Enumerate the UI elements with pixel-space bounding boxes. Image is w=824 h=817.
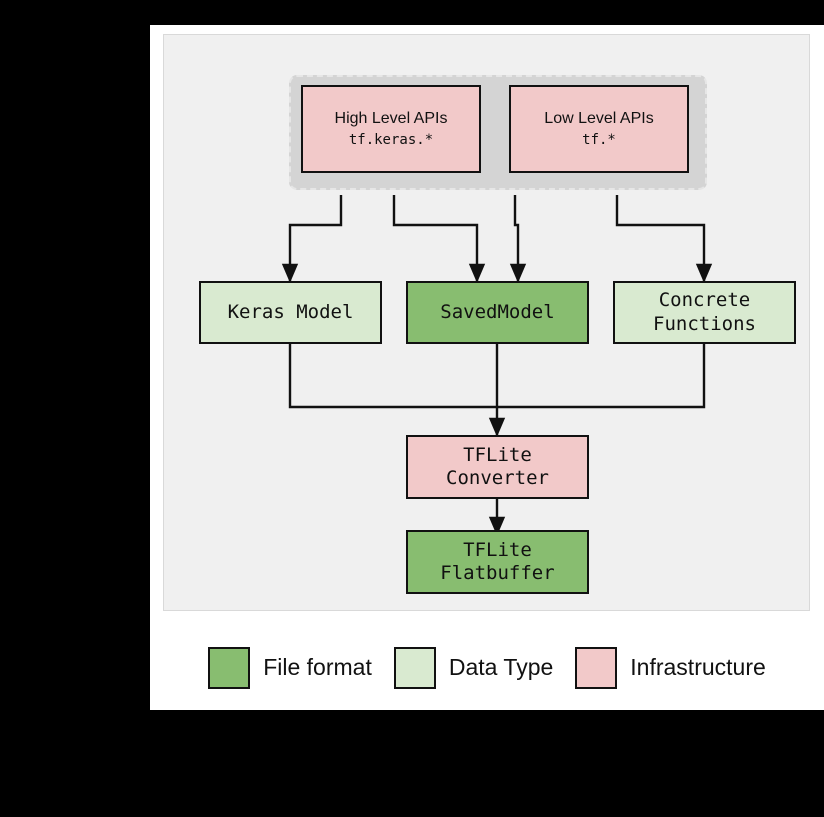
node-title: Low Level APIs	[544, 109, 654, 127]
node-savedmodel[interactable]: SavedModel	[406, 281, 589, 344]
node-label: Concrete Functions	[653, 289, 756, 335]
node-tflite-converter[interactable]: TFLite Converter	[406, 435, 589, 499]
diagram-panel: High Level APIs tf.keras.* Low Level API…	[163, 34, 810, 611]
edges-api-to-models	[281, 195, 713, 283]
legend-swatch-infrastructure	[575, 646, 618, 689]
legend-swatch-data-type	[393, 646, 436, 689]
edges-models-merge	[288, 344, 706, 409]
node-subtitle: tf.*	[582, 131, 616, 148]
node-title: High Level APIs	[334, 109, 448, 127]
node-subtitle: tf.keras.*	[348, 131, 434, 148]
legend: File format Data Type Infrastructure	[150, 625, 824, 710]
legend-label: Data Type	[448, 654, 554, 680]
node-tflite-flatbuffer[interactable]: TFLite Flatbuffer	[406, 530, 589, 594]
node-keras-model[interactable]: Keras Model	[199, 281, 382, 344]
node-label: SavedModel	[440, 300, 555, 323]
node-label: Keras Model	[227, 300, 354, 323]
node-label: TFLite Flatbuffer	[440, 538, 555, 584]
legend-item-file-format: File format	[208, 646, 372, 689]
legend-label: File format	[263, 654, 372, 680]
legend-label: Infrastructure	[630, 654, 766, 680]
legend-item-infrastructure: Infrastructure	[575, 646, 766, 689]
diagram-card: High Level APIs tf.keras.* Low Level API…	[150, 25, 824, 710]
node-concrete-functions[interactable]: Concrete Functions	[613, 281, 796, 344]
node-low-level-apis[interactable]: Low Level APIs tf.*	[509, 85, 689, 173]
node-high-level-apis[interactable]: High Level APIs tf.keras.*	[301, 85, 481, 173]
legend-swatch-file-format	[208, 646, 251, 689]
node-label: TFLite Converter	[446, 443, 549, 489]
legend-item-data-type: Data Type	[393, 646, 554, 689]
